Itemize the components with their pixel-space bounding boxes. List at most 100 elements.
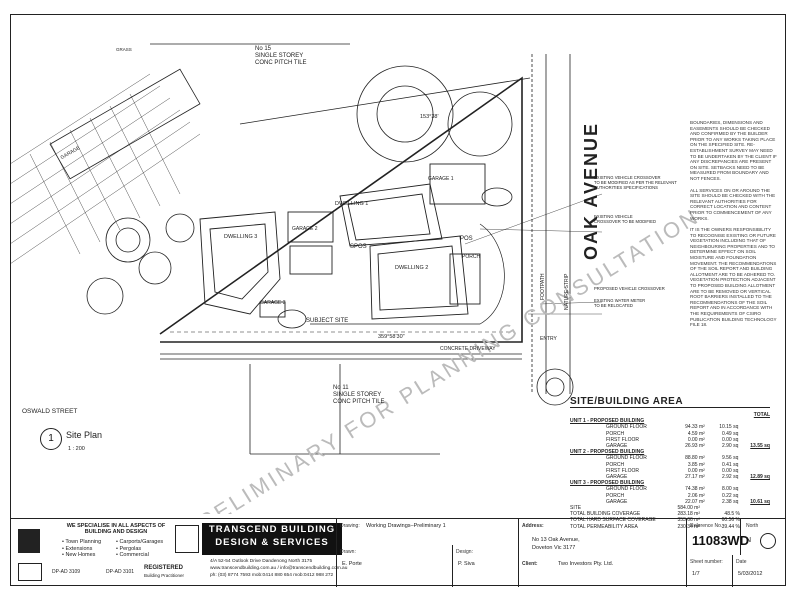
total-header: TOTAL (753, 412, 770, 418)
drawing-value: Working Drawings–Preliminary 1 (366, 523, 446, 529)
existing-crossover-note-2: EXISTING VEHICLE CROSSOVER TO BE MODIFIE… (594, 214, 656, 224)
dwelling-2-label: DWELLING 2 (395, 265, 429, 271)
porch-label: PORCH (462, 254, 481, 260)
note: BOUNDARIES, DIMENSIONS AND EASEMENTS SHO… (690, 120, 777, 181)
company-line-1: TRANSCEND BUILDING (208, 524, 336, 535)
reference-value: 11083WD (692, 533, 750, 548)
garage-1-label: GARAGE 1 (428, 176, 454, 182)
site-plan-scale: 1 : 200 (68, 446, 85, 452)
address-line-2: Doveton Vic 3177 (532, 545, 576, 551)
unit-heading: UNIT 1 - PROPOSED BUILDING (570, 418, 645, 425)
services-left: • Town Planning • Extensions • New Homes (62, 539, 101, 559)
garage-2-label: GARAGE 2 (292, 226, 318, 232)
proposed-crossover-note: PROPOSED VEHICLE CROSSOVER (594, 286, 665, 291)
subject-site-label: SUBJECT SITE (306, 318, 349, 324)
company-line-2: DESIGN & SERVICES (215, 537, 329, 548)
north-label: North (746, 523, 759, 529)
award-badge-icon (175, 525, 199, 553)
dwelling-blocks (199, 163, 486, 320)
client-label: Client: (522, 561, 538, 567)
drawing-sheet (10, 14, 786, 586)
registered-sub: Building Practitioner (144, 573, 185, 578)
address-label: Address: (522, 523, 544, 529)
footpath-label: FOOTPATH (540, 273, 546, 300)
service-item: • Town Planning (62, 539, 102, 545)
spos-label: SPOS (350, 244, 367, 250)
lot-15-label: No 15 SINGLE STOREY CONC PITCH TILE (255, 46, 307, 66)
drawn-value: E. Porte (342, 561, 362, 567)
north-arrow-icon (760, 533, 776, 549)
unit-heading: UNIT 3 - PROPOSED BUILDING (570, 480, 645, 487)
design-label: Design: (456, 549, 473, 555)
garage-3-label: GARAGE 3 (260, 300, 286, 306)
bearing-bottom: 359°58'30" (378, 334, 405, 340)
dp-left: DP-AD 3109 (52, 569, 81, 575)
driveway-label: CONCRETE DRIVEWAY (440, 346, 496, 352)
client-value: Two Investors Pty. Ltd. (558, 561, 614, 567)
site-area-title: SITE/BUILDING AREA (570, 396, 770, 408)
company-name: TRANSCEND BUILDING DESIGN & SERVICES (202, 523, 342, 555)
design-value: P. Siva (458, 561, 475, 567)
note: IT IS THE OWNERS RESPONSIBILITY TO RECOG… (690, 227, 777, 328)
pos-label: POS (460, 236, 473, 242)
registered-text: REGISTERED (144, 565, 184, 571)
note: ALL SERVICES ON OR AROUND THE SITE SHOUL… (690, 187, 776, 221)
service-item: • Extensions (62, 545, 93, 552)
date-value: 5/03/2012 (738, 571, 763, 577)
reference-label: Reference No. (690, 523, 723, 529)
services-right: • Carports/Garages • Pergolas • Commerci… (116, 539, 163, 559)
water-meter-note: EXISTING WATER METER TO BE RELOCATED (594, 298, 646, 308)
site-building-area: SITE/BUILDING AREA TOTAL UNIT 1 - PROPOS… (570, 396, 770, 530)
service-item: • Carports/Garages (116, 539, 164, 545)
existing-crossover-note: EXISTING VEHICLE CROSSOVER TO BE MODIFIE… (594, 175, 677, 190)
master-builders-logo-icon (18, 563, 42, 581)
street-hatch (10, 73, 201, 265)
hia-logo-icon (18, 529, 40, 553)
drawing-label: Drawing: (340, 523, 360, 529)
site-plan-drawing: PRELIMINARY FOR PLANNING CONSULTATION (10, 43, 704, 514)
site-plan-title: Site Plan (66, 430, 103, 440)
title-block: WE SPECIALISE IN ALL ASPECTS OF BUILDING… (10, 518, 786, 587)
unit-heading: UNIT 2 - PROPOSED BUILDING (570, 449, 645, 456)
date-label: Date (736, 559, 747, 565)
service-item: • Pergolas (116, 545, 142, 552)
dp-right: DP-AD 3101 (106, 569, 135, 575)
nature-strip-label: NATURE STRIP (564, 273, 570, 310)
company-address: 4/A 52-54 Outlook Drive Dandenong North … (210, 559, 313, 564)
specialise-text: WE SPECIALISE IN ALL ASPECTS OF BUILDING… (66, 523, 166, 535)
site-plan-number: 1 (40, 428, 62, 450)
dwelling-1-label: DWELLING 1 (335, 201, 369, 207)
north-n: N (746, 537, 752, 544)
street-oswald: OSWALD STREET (22, 408, 78, 415)
lot-11-label: No 11 SINGLE STOREY CONC PITCH TILE (333, 385, 385, 405)
service-item: • Commercial (116, 552, 149, 558)
address-line-1: No 13 Oak Avenue, (532, 537, 580, 543)
company-phone: ph: (03) 8774 7593 mob:0414 880 654 mob:… (210, 573, 334, 578)
drawn-label: Drawn: (340, 549, 356, 555)
service-item: • New Homes (62, 552, 96, 558)
general-notes: BOUNDARIES, DIMENSIONS AND EASEMENTS SHO… (690, 120, 778, 334)
bearing-top: 153°38' (420, 114, 439, 120)
dwelling-3-label: DWELLING 3 (224, 234, 258, 240)
company-web: www.transcendbuilding.com.au / info@tran… (210, 566, 348, 571)
grass-label: GRASS (116, 47, 132, 52)
sheet-label: Sheet number: (690, 559, 723, 565)
street-oak-avenue: OAK AVENUE (581, 121, 601, 260)
sheet-value: 1/7 (692, 571, 700, 577)
entry-label: ENTRY (540, 336, 557, 342)
